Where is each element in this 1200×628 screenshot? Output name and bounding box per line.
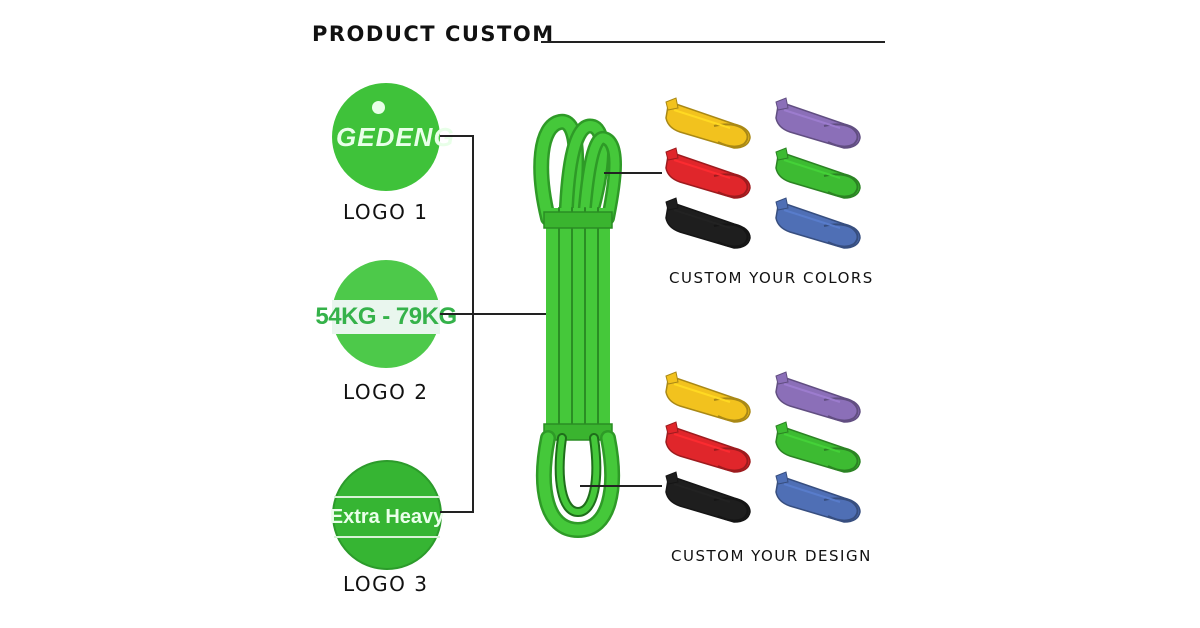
connector-logo-3 [440, 511, 474, 513]
custom-design-label: CUSTOM YOUR DESIGN [671, 547, 872, 565]
band-swatch-blue [775, 197, 861, 249]
main-band-image [533, 113, 622, 539]
pointer-colors [604, 172, 662, 174]
band-swatch-green [775, 147, 861, 199]
connector-logo-1 [440, 135, 474, 137]
title-underline [541, 41, 885, 43]
band-swatch-red [665, 147, 751, 199]
logo-3-label: LOGO 3 [343, 572, 429, 596]
logo-3-imprint: Extra Heavy [330, 496, 444, 538]
design-swatches-group [665, 371, 861, 523]
custom-colors-label: CUSTOM YOUR COLORS [669, 269, 874, 287]
connector-vertical [472, 135, 474, 513]
band-swatch-purple [775, 97, 861, 149]
logo-1-label: LOGO 1 [343, 200, 429, 224]
logo-2-circle: 54KG - 79KG [315, 260, 457, 368]
band-swatch-black [665, 471, 751, 523]
band-swatch-yellow [665, 97, 751, 149]
band-swatch-green [775, 421, 861, 473]
logo-2-imprint: 54KG - 79KG [315, 300, 457, 334]
band-swatch-red [665, 421, 751, 473]
logo-1-dot [372, 101, 385, 114]
connector-logo-2 [440, 313, 474, 315]
logo-1-imprint: GEDENG [336, 121, 455, 152]
band-swatch-black [665, 197, 751, 249]
logo-3-circle: Extra Heavy [330, 460, 444, 570]
logo-2-label: LOGO 2 [343, 380, 429, 404]
page-title: PRODUCT CUSTOM [312, 22, 555, 46]
band-swatch-purple [775, 371, 861, 423]
connector-to-band [474, 313, 554, 315]
pointer-design [580, 485, 662, 487]
band-swatch-blue [775, 471, 861, 523]
color-swatches-group [665, 97, 861, 249]
logo-1-circle: GEDENG [332, 83, 455, 191]
band-swatch-yellow [665, 371, 751, 423]
